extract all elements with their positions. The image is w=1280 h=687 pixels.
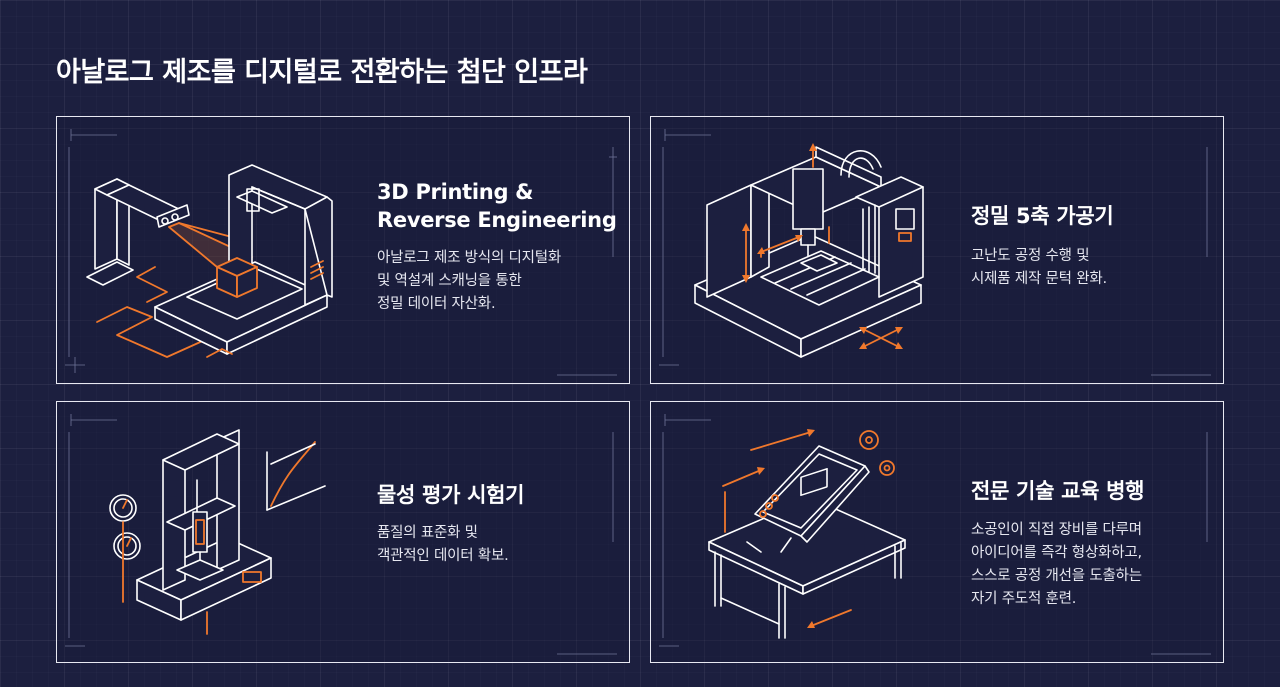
card-description: 품질의 표준화 및 객관적인 데이터 확보. bbox=[377, 525, 509, 564]
card-title: 정밀 5축 가공기 bbox=[971, 204, 1114, 228]
3d-printer-scanner-icon bbox=[65, 129, 617, 376]
card-3d-printing: 3D Printing & Reverse Engineering 아날로그 제… bbox=[56, 116, 630, 384]
universal-testing-machine-icon bbox=[65, 414, 617, 655]
page-title: 아날로그 제조를 디지털로 전환하는 첨단 인프라 bbox=[56, 57, 588, 88]
card-description: 아날로그 제조 방식의 디지털화 및 역설계 스캐닝을 통한 정밀 데이터 자산… bbox=[377, 250, 562, 312]
card-title: 전문 기술 교육 병행 bbox=[971, 479, 1145, 503]
card-title: 3D Printing & Reverse Engineering bbox=[377, 180, 617, 232]
card-5-axis: 정밀 5축 가공기 고난도 공정 수행 및 시제품 제작 문턱 완화. bbox=[650, 116, 1224, 384]
card-description: 고난도 공정 수행 및 시제품 제작 문턱 완화. bbox=[971, 248, 1107, 287]
card-title: 물성 평가 시험기 bbox=[377, 483, 525, 507]
design-tablet-workbench-icon bbox=[659, 414, 1211, 655]
card-description: 소공인이 직접 장비를 다루며 아이디어를 즉각 형상화하고, 스스로 공정 개… bbox=[971, 522, 1142, 607]
card-education: 전문 기술 교육 병행 소공인이 직접 장비를 다루며 아이디어를 즉각 형상화… bbox=[650, 401, 1224, 663]
card-material-testing: 물성 평가 시험기 품질의 표준화 및 객관적인 데이터 확보. bbox=[56, 401, 630, 663]
cnc-5-axis-machine-icon bbox=[659, 129, 1211, 376]
